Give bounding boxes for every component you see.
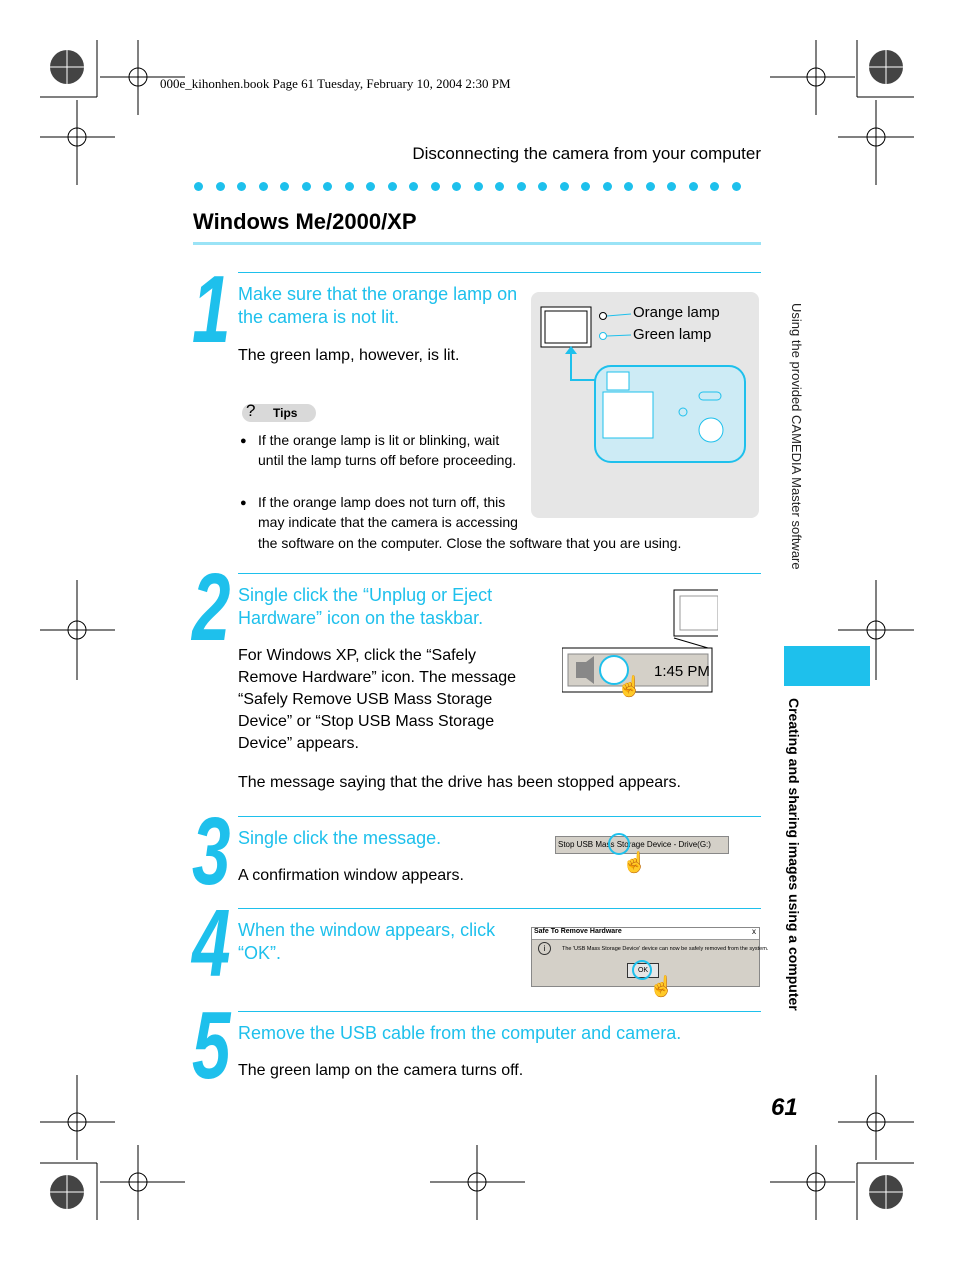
dialog-titlebar: Safe To Remove Hardware x [532, 927, 759, 940]
step-divider [238, 816, 761, 817]
step-divider [238, 1011, 761, 1012]
step-divider [238, 908, 761, 909]
pointer-hand-icon: ☝ [617, 676, 642, 698]
side-tab [784, 646, 870, 686]
question-icon: ? [246, 401, 256, 420]
step-body: The green lamp on the camera turns off. [238, 1062, 524, 1079]
side-text-bottom: Creating and sharing images using a comp… [786, 698, 802, 1011]
step-body: For Windows XP, click the “Safely Remove… [238, 647, 517, 752]
tip-item-continued: the software on the computer. Close the … [258, 535, 682, 551]
step-note: The message saying that the drive has be… [238, 774, 681, 791]
step-body: The green lamp, however, is lit. [238, 347, 460, 364]
step-number: 2 [192, 554, 230, 661]
step-heading: Remove the USB cable from the computer a… [238, 1023, 682, 1043]
page-number: 61 [771, 1094, 798, 1121]
step-number: 3 [192, 798, 230, 905]
page-header: Disconnecting the camera from your compu… [412, 144, 761, 163]
step-body: A confirmation window appears. [238, 867, 464, 884]
tip-item: If the orange lamp does not turn off, th… [240, 492, 530, 532]
monitor-illustration [562, 589, 718, 693]
taskbar-clock: 1:45 PM [654, 663, 710, 680]
step-divider [238, 272, 761, 273]
click-highlight [608, 833, 630, 855]
taskbar-figure: ☝ 1:45 PM [562, 588, 718, 698]
pointer-hand-icon: ☝ [649, 976, 674, 998]
pointer-hand-icon: ☝ [622, 852, 647, 874]
print-info: 000e_kihonhen.book Page 61 Tuesday, Febr… [160, 76, 511, 91]
step-number: 5 [192, 992, 230, 1099]
step-heading: Make sure that the orange lamp on the ca… [238, 284, 518, 327]
stop-message: Stop USB Mass Storage Device - Drive(G:) [555, 836, 729, 854]
step-number: 4 [192, 890, 230, 997]
dot-divider [194, 182, 741, 191]
step-number: 1 [192, 256, 230, 363]
click-highlight [632, 960, 652, 980]
tips-badge: ? Tips [242, 401, 316, 422]
camera-illustration [540, 306, 746, 463]
title-underline [193, 242, 761, 245]
tip-item: If the orange lamp is lit or blinking, w… [240, 430, 526, 470]
dialog-figure: Safe To Remove Hardware x i The 'USB Mas… [531, 927, 768, 998]
dialog-text: The 'USB Mass Storage Device' device can… [562, 946, 769, 952]
camera-figure: Orange lamp Green lamp [531, 292, 759, 518]
step-heading: Single click the message. [238, 828, 442, 848]
section-title: Windows Me/2000/XP [193, 209, 417, 234]
step-heading: When the window appears, click “OK”. [238, 920, 496, 963]
info-icon: i [538, 942, 551, 955]
orange-lamp-label: Orange lamp [633, 304, 720, 321]
side-text-top: Using the provided CAMEDIA Master softwa… [789, 303, 804, 570]
close-icon: x [752, 927, 756, 936]
stop-message-figure: Stop USB Mass Storage Device - Drive(G:)… [555, 833, 729, 876]
step-heading: Single click the “Unplug or Eject Hardwa… [238, 585, 493, 628]
tips-label: Tips [273, 406, 298, 420]
step-divider [238, 573, 761, 574]
dialog-title: Safe To Remove Hardware [534, 928, 622, 935]
green-lamp-label: Green lamp [633, 326, 712, 343]
